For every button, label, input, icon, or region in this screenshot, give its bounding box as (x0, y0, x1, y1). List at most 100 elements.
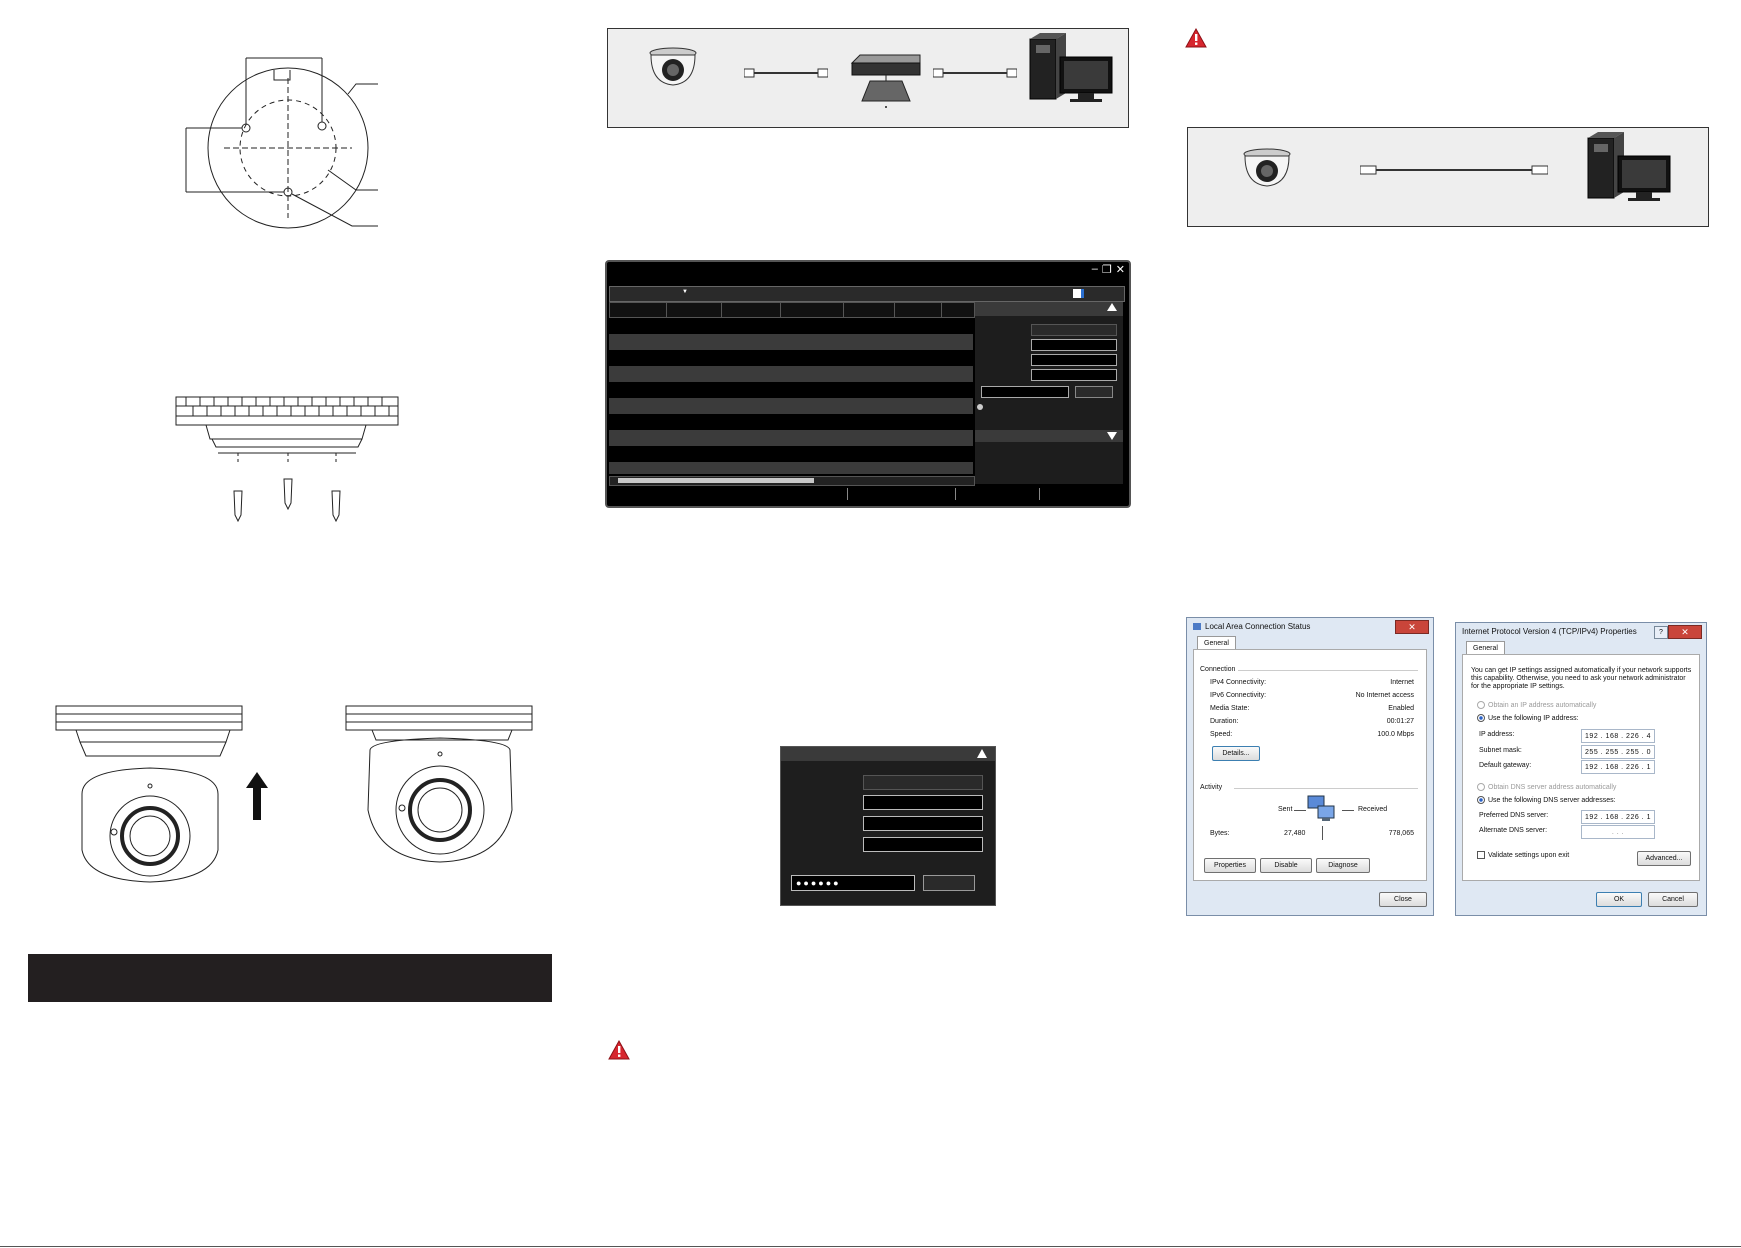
password-field[interactable] (981, 386, 1069, 398)
auto-ip-label: Obtain an IP address automatically (1488, 701, 1597, 709)
subnet-field[interactable] (863, 795, 983, 810)
close-button[interactable]: ✕ (1115, 264, 1125, 276)
minimize-button[interactable]: – (1091, 263, 1098, 275)
bytes-sent-value: 27,480 (1284, 830, 1306, 837)
modify-network-panel: ●●●●●● (780, 746, 996, 906)
lan-status-window: Local Area Connection Status ✕ General C… (1186, 617, 1434, 916)
gateway-field[interactable] (863, 816, 983, 831)
port-field[interactable] (863, 837, 983, 852)
speed-value: 100.0 Mbps (1377, 731, 1414, 738)
password-field[interactable]: ●●●●●● (791, 875, 915, 891)
toolbar: ▼ (609, 286, 1125, 302)
ipv4-connectivity-label: IPv4 Connectivity: (1210, 679, 1267, 686)
tab-content: You can get IP settings assigned automat… (1462, 654, 1700, 881)
media-state-value: Enabled (1388, 705, 1414, 712)
ethernet-cable-icon-2 (933, 68, 1017, 78)
tab-content: Connection IPv4 Connectivity: Internet I… (1193, 649, 1427, 881)
duration-label: Duration: (1210, 718, 1239, 725)
section-header-bar (28, 954, 552, 1002)
bytes-label: Bytes: (1210, 830, 1230, 837)
activity-heading: Activity (1200, 784, 1223, 791)
media-state-label: Media State: (1210, 705, 1250, 712)
validate-checkbox[interactable] (1477, 851, 1485, 859)
ipv4-connectivity-value: Internet (1390, 679, 1414, 686)
tab-general[interactable]: General (1197, 636, 1236, 650)
received-label: Received (1358, 806, 1388, 813)
device-tool-window: – ❐ ✕ ▼ (605, 260, 1131, 508)
scrollbar[interactable] (609, 476, 975, 486)
up-arrow-icon (246, 772, 268, 820)
radio-auto-dns[interactable] (1477, 783, 1485, 791)
panel-header[interactable] (781, 747, 995, 761)
window-title-bar: Internet Protocol Version 4 (TCP/IPv4) P… (1456, 623, 1706, 639)
desktop-computer-icon (1029, 33, 1113, 102)
ok-button[interactable]: OK (1596, 892, 1642, 907)
close-button[interactable]: Close (1379, 892, 1427, 907)
ipv6-connectivity-label: IPv6 Connectivity: (1210, 692, 1267, 699)
cancel-button[interactable]: Cancel (1648, 892, 1698, 907)
device-list[interactable] (609, 318, 973, 474)
tab-general[interactable]: General (1466, 641, 1505, 655)
auto-ip-option[interactable]: Obtain an IP address automatically (1477, 701, 1596, 709)
ipv6-connectivity-value: No Internet access (1355, 692, 1414, 699)
ip-field[interactable] (1031, 324, 1117, 336)
dome-camera-icon (1243, 148, 1291, 187)
ip-address-field[interactable]: 192 . 168 . 226 . 4 (1581, 729, 1655, 743)
ip-field[interactable] (863, 775, 983, 790)
settings-panel (975, 302, 1123, 484)
subnet-mask-label: Subnet mask: (1479, 747, 1522, 754)
description-text: You can get IP settings assigned automat… (1471, 667, 1692, 690)
manual-dns-option[interactable]: Use the following DNS server addresses: (1477, 796, 1616, 804)
divider (1238, 670, 1418, 671)
desktop-computer-icon (1587, 132, 1671, 201)
received-line (1342, 810, 1354, 811)
close-icon[interactable]: ✕ (1395, 620, 1429, 634)
subnet-mask-field[interactable]: 255 . 255 . 255 . 0 (1581, 745, 1655, 759)
disable-button[interactable]: Disable (1260, 858, 1312, 873)
divider-2 (1234, 788, 1418, 789)
page-bottom-rule (0, 1246, 1741, 1247)
modify-button[interactable] (1075, 386, 1113, 398)
ethernet-cable-icon (744, 68, 828, 78)
port-field[interactable] (1031, 369, 1117, 381)
default-gateway-field[interactable]: 192 . 168 . 226 . 1 (1581, 760, 1655, 774)
alternate-dns-field[interactable]: . . . (1581, 825, 1655, 839)
radio-manual-ip[interactable] (1477, 714, 1485, 722)
collapse-up-icon[interactable] (1107, 303, 1117, 311)
modify-button[interactable] (923, 875, 975, 891)
maximize-button[interactable]: ❐ (1101, 264, 1112, 276)
manual-ip-option[interactable]: Use the following IP address: (1477, 714, 1579, 722)
diagnose-button[interactable]: Diagnose (1316, 858, 1370, 873)
dome-installed-drawing (345, 705, 533, 863)
default-gateway-label: Default gateway: (1479, 762, 1532, 769)
radio-auto-ip[interactable] (1477, 701, 1485, 709)
subnet-field[interactable] (1031, 339, 1117, 351)
radio-dot[interactable] (977, 404, 983, 410)
alternate-dns-label: Alternate DNS server: (1479, 827, 1548, 834)
info-icon[interactable] (1073, 289, 1084, 298)
panel-header[interactable] (975, 302, 1123, 316)
close-icon[interactable]: ✕ (1668, 625, 1702, 639)
auto-dns-option[interactable]: Obtain DNS server address automatically (1477, 783, 1616, 791)
collapse-up-icon[interactable] (977, 749, 987, 758)
radio-manual-dns[interactable] (1477, 796, 1485, 804)
advanced-button[interactable]: Advanced... (1637, 851, 1691, 866)
window-title: Local Area Connection Status (1205, 621, 1311, 631)
gateway-field[interactable] (1031, 354, 1117, 366)
ipv4-properties-window: Internet Protocol Version 4 (TCP/IPv4) P… (1455, 622, 1707, 916)
dropdown-arrow-icon[interactable]: ▼ (682, 289, 688, 295)
validate-option[interactable]: Validate settings upon exit (1477, 851, 1569, 859)
mounting-template-drawing (185, 57, 378, 229)
warning-icon-2 (1185, 28, 1207, 48)
panel-subheader[interactable] (975, 430, 1123, 442)
help-button[interactable]: ? (1654, 626, 1668, 639)
properties-button[interactable]: Properties (1204, 858, 1256, 873)
bytes-divider (1322, 826, 1323, 840)
duration-value: 00:01:27 (1386, 718, 1414, 725)
device-list-header (609, 302, 975, 318)
details-button[interactable]: Details... (1212, 746, 1260, 761)
window-title-bar: Local Area Connection Status (1187, 618, 1433, 634)
preferred-dns-field[interactable]: 192 . 168 . 226 . 1 (1581, 810, 1655, 824)
window-title: Internet Protocol Version 4 (TCP/IPv4) P… (1462, 626, 1637, 636)
expand-down-icon[interactable] (1107, 432, 1117, 440)
